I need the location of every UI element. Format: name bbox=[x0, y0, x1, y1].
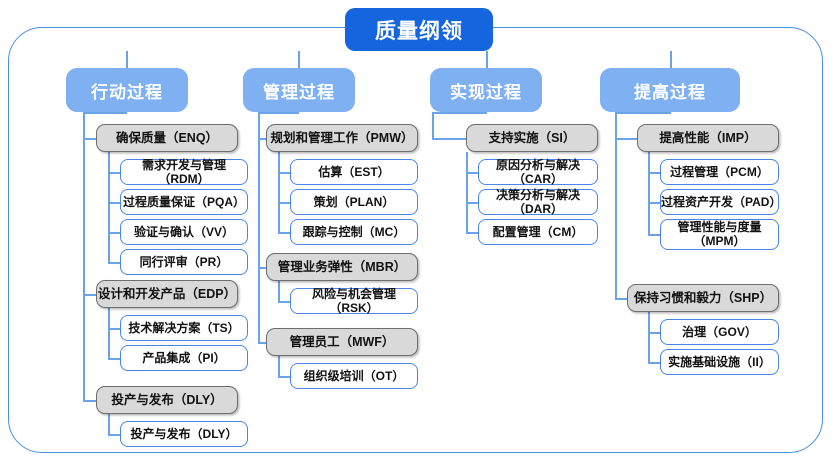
leaf-box-pi[interactable]: 产品集成（PI） bbox=[120, 345, 248, 371]
group-box-pmw[interactable]: 规划和管理工作（PMW） bbox=[266, 124, 418, 152]
leaf-box-pad[interactable]: 过程资产开发（PAD） bbox=[660, 189, 781, 215]
stub-grp-mwf bbox=[258, 342, 266, 344]
column-header-realize[interactable]: 实现过程 bbox=[430, 68, 542, 112]
connector-root-to-col-action bbox=[126, 51, 128, 68]
stub-rsk bbox=[278, 301, 290, 303]
stub-mc bbox=[278, 232, 290, 234]
column-header-manage[interactable]: 管理过程 bbox=[243, 68, 355, 112]
spine-grp-enq bbox=[108, 152, 110, 262]
leaf-box-plan[interactable]: 策划（PLAN） bbox=[290, 189, 418, 215]
connector-head-to-spine-realize bbox=[432, 112, 487, 114]
spine-grp-mwf bbox=[278, 356, 280, 376]
stub-rdm bbox=[108, 172, 120, 174]
stub-grp-si bbox=[432, 138, 466, 140]
leaf-box-car[interactable]: 原因分析与解决（CAR） bbox=[478, 158, 598, 186]
leaf-box-pr[interactable]: 同行评审（PR） bbox=[120, 249, 248, 275]
group-box-edp[interactable]: 设计和开发产品（EDP） bbox=[96, 280, 238, 308]
stub-pr bbox=[108, 262, 120, 264]
stub-dly-child bbox=[108, 434, 120, 436]
spine-grp-edp bbox=[108, 308, 110, 358]
spine-col-realize bbox=[432, 112, 434, 138]
leaf-box-ot[interactable]: 组织级培训（OT） bbox=[290, 363, 418, 389]
spine-grp-shp bbox=[648, 312, 650, 362]
stub-mpm bbox=[648, 234, 660, 236]
stub-gov bbox=[648, 332, 660, 334]
leaf-box-gov[interactable]: 治理（GOV） bbox=[660, 319, 779, 345]
stub-vv bbox=[108, 232, 120, 234]
spine-col-manage bbox=[258, 112, 260, 342]
stub-grp-mbr bbox=[258, 267, 266, 269]
root-title: 质量纲领 bbox=[345, 8, 493, 51]
leaf-box-pcm[interactable]: 过程管理（PCM） bbox=[660, 159, 779, 185]
stub-pi bbox=[108, 358, 120, 360]
stub-grp-imp bbox=[615, 138, 637, 140]
spine-grp-dly bbox=[108, 414, 110, 434]
stub-grp-enq bbox=[83, 138, 96, 140]
spine-grp-pmw bbox=[278, 152, 280, 232]
connector-head-to-spine-improve bbox=[615, 112, 671, 114]
leaf-box-rdm[interactable]: 需求开发与管理（RDM） bbox=[120, 158, 248, 186]
group-box-imp[interactable]: 提高性能（IMP） bbox=[637, 124, 779, 152]
leaf-box-dly-child[interactable]: 投产与发布（DLY） bbox=[120, 421, 248, 447]
stub-ot bbox=[278, 376, 290, 378]
leaf-box-vv[interactable]: 验证与确认（VV） bbox=[120, 219, 248, 245]
column-header-action[interactable]: 行动过程 bbox=[66, 68, 188, 112]
group-box-mbr[interactable]: 管理业务弹性（MBR） bbox=[266, 253, 418, 281]
stub-pad bbox=[648, 202, 660, 204]
stub-ii bbox=[648, 362, 660, 364]
leaf-box-mpm[interactable]: 管理性能与度量 （MPM） bbox=[660, 219, 779, 250]
stub-car bbox=[466, 172, 478, 174]
spine-col-improve bbox=[615, 112, 617, 298]
leaf-box-dar[interactable]: 决策分析与解决（DAR） bbox=[478, 188, 598, 216]
group-box-si[interactable]: 支持实施（SI） bbox=[466, 124, 598, 152]
spine-grp-mbr bbox=[278, 281, 280, 301]
leaf-box-ii[interactable]: 实施基础设施（II） bbox=[660, 349, 779, 375]
leaf-box-ts[interactable]: 技术解决方案（TS） bbox=[120, 315, 248, 341]
leaf-box-cm[interactable]: 配置管理（CM） bbox=[478, 219, 598, 245]
spine-grp-si bbox=[466, 152, 468, 232]
stub-plan bbox=[278, 202, 290, 204]
connector-head-to-spine-action bbox=[83, 112, 127, 114]
leaf-box-mc[interactable]: 跟踪与控制（MC） bbox=[290, 219, 418, 245]
leaf-box-pqa[interactable]: 过程质量保证（PQA） bbox=[120, 189, 248, 215]
stub-dar bbox=[466, 202, 478, 204]
stub-grp-shp bbox=[615, 298, 627, 300]
connector-root-to-col-realize bbox=[486, 51, 488, 68]
leaf-box-rsk[interactable]: 风险与机会管理（RSK） bbox=[290, 287, 418, 315]
stub-pcm bbox=[648, 172, 660, 174]
group-box-shp[interactable]: 保持习惯和毅力（SHP） bbox=[627, 284, 779, 312]
stub-grp-pmw bbox=[258, 138, 266, 140]
connector-root-to-col-manage bbox=[298, 51, 300, 68]
stub-grp-edp bbox=[83, 294, 96, 296]
spine-col-action bbox=[83, 112, 85, 400]
column-header-improve[interactable]: 提高过程 bbox=[600, 68, 740, 112]
group-box-mwf[interactable]: 管理员工（MWF） bbox=[266, 328, 418, 356]
spine-grp-imp bbox=[648, 152, 650, 234]
stub-grp-dly bbox=[83, 400, 96, 402]
stub-pqa bbox=[108, 202, 120, 204]
connector-root-to-col-improve bbox=[670, 51, 672, 68]
group-box-dly[interactable]: 投产与发布（DLY） bbox=[96, 386, 238, 414]
leaf-box-est[interactable]: 估算（EST） bbox=[290, 159, 418, 185]
stub-ts bbox=[108, 328, 120, 330]
stub-cm bbox=[466, 232, 478, 234]
group-box-enq[interactable]: 确保质量（ENQ） bbox=[96, 124, 238, 152]
stub-est bbox=[278, 172, 290, 174]
connector-head-to-spine-manage bbox=[258, 112, 299, 114]
